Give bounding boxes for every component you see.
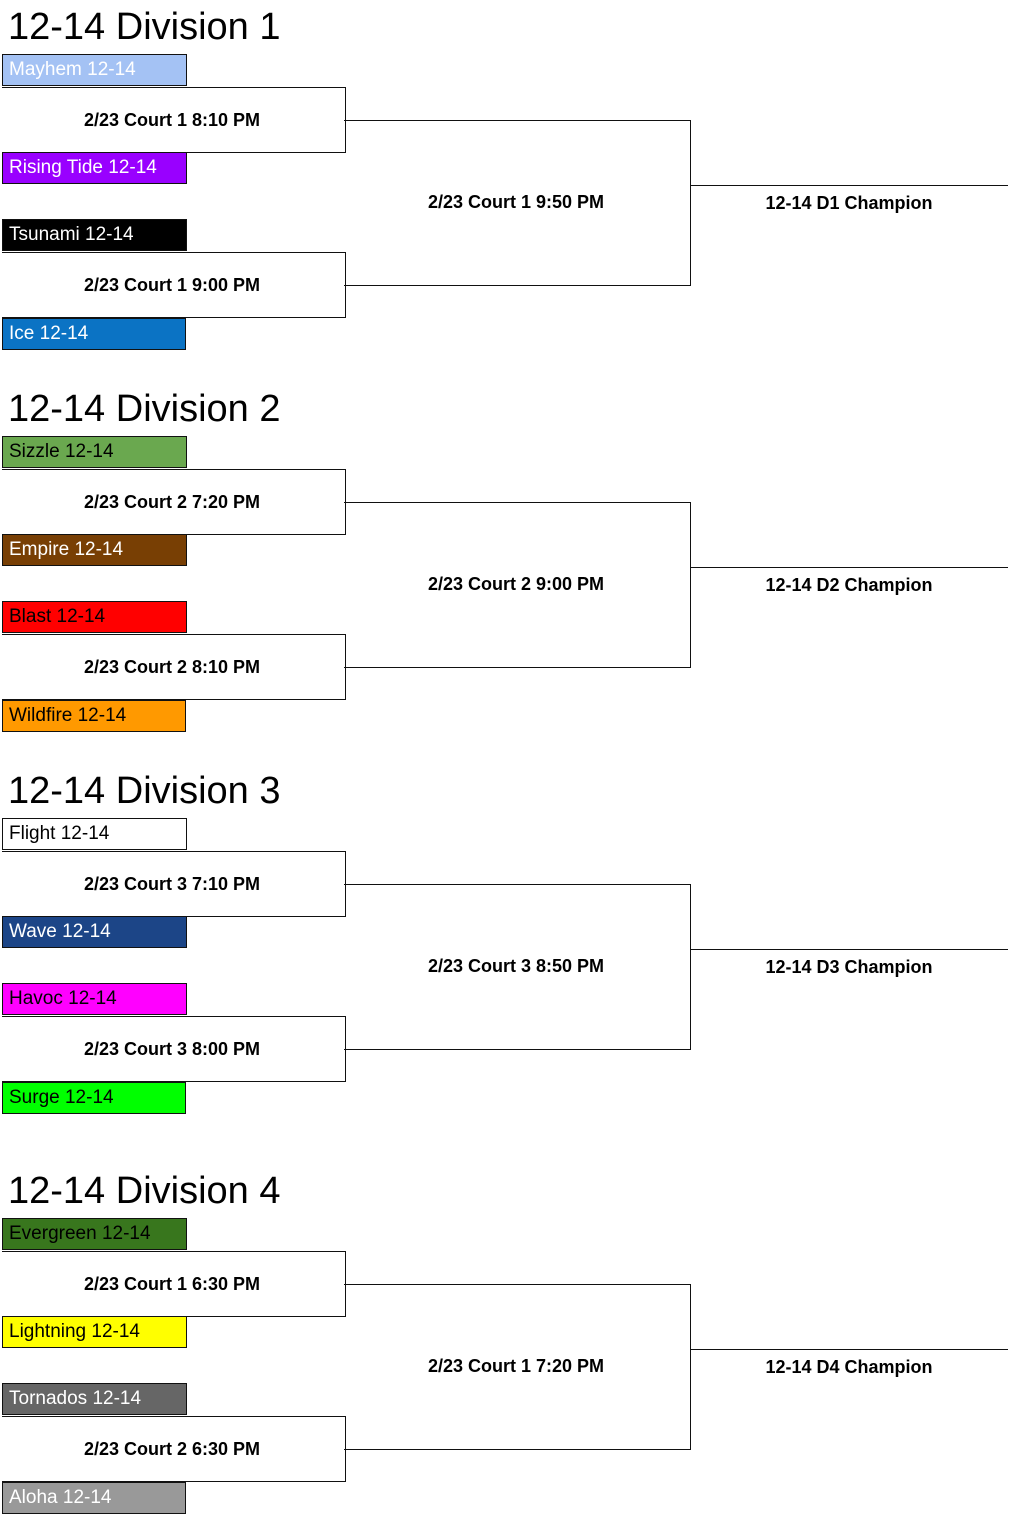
match-schedule-label: 2/23 Court 2 8:10 PM: [83, 657, 261, 677]
team-slot[interactable]: Tsunami 12-14: [2, 219, 187, 251]
team-slot[interactable]: Ice 12-14: [2, 318, 186, 350]
team-slot[interactable]: Havoc 12-14: [2, 983, 187, 1015]
champion-label: 12-14 D4 Champion: [765, 1357, 933, 1377]
team-slot[interactable]: Sizzle 12-14: [2, 436, 187, 468]
team-slot[interactable]: Surge 12-14: [2, 1082, 186, 1114]
final-schedule-label: 2/23 Court 1 9:50 PM: [427, 192, 605, 212]
match-schedule-label: 2/23 Court 3 7:10 PM: [83, 874, 261, 894]
champion-label: 12-14 D2 Champion: [765, 575, 933, 595]
champion-line: [690, 949, 1008, 950]
team-slot[interactable]: Empire 12-14: [2, 534, 187, 566]
team-slot[interactable]: Evergreen 12-14: [2, 1218, 187, 1250]
match-schedule-label: 2/23 Court 1 6:30 PM: [83, 1274, 261, 1294]
match-schedule-label: 2/23 Court 2 6:30 PM: [83, 1439, 261, 1459]
final-connector: [344, 884, 691, 1050]
match-schedule-label: 2/23 Court 2 7:20 PM: [83, 492, 261, 512]
champion-label: 12-14 D1 Champion: [765, 193, 933, 213]
final-schedule-label: 2/23 Court 3 8:50 PM: [427, 956, 605, 976]
final-connector: [344, 502, 691, 668]
team-slot[interactable]: Wave 12-14: [2, 916, 187, 948]
team-slot[interactable]: Tornados 12-14: [2, 1383, 187, 1415]
division-title: 12-14 Division 1: [8, 6, 281, 48]
team-slot[interactable]: Blast 12-14: [2, 601, 187, 633]
division-title: 12-14 Division 3: [8, 770, 281, 812]
team-slot[interactable]: Mayhem 12-14: [2, 54, 187, 86]
match-schedule-label: 2/23 Court 1 8:10 PM: [83, 110, 261, 130]
team-slot[interactable]: Rising Tide 12-14: [2, 152, 187, 184]
division-title: 12-14 Division 4: [8, 1170, 281, 1212]
team-slot[interactable]: Flight 12-14: [2, 818, 187, 850]
match-schedule-label: 2/23 Court 3 8:00 PM: [83, 1039, 261, 1059]
team-slot[interactable]: Lightning 12-14: [2, 1316, 187, 1348]
final-schedule-label: 2/23 Court 1 7:20 PM: [427, 1356, 605, 1376]
final-connector: [344, 1284, 691, 1450]
team-slot[interactable]: Wildfire 12-14: [2, 700, 186, 732]
final-schedule-label: 2/23 Court 2 9:00 PM: [427, 574, 605, 594]
division-title: 12-14 Division 2: [8, 388, 281, 430]
champion-line: [690, 185, 1008, 186]
match-schedule-label: 2/23 Court 1 9:00 PM: [83, 275, 261, 295]
champion-line: [690, 567, 1008, 568]
team-slot[interactable]: Aloha 12-14: [2, 1482, 186, 1514]
champion-line: [690, 1349, 1008, 1350]
champion-label: 12-14 D3 Champion: [765, 957, 933, 977]
final-connector: [344, 120, 691, 286]
